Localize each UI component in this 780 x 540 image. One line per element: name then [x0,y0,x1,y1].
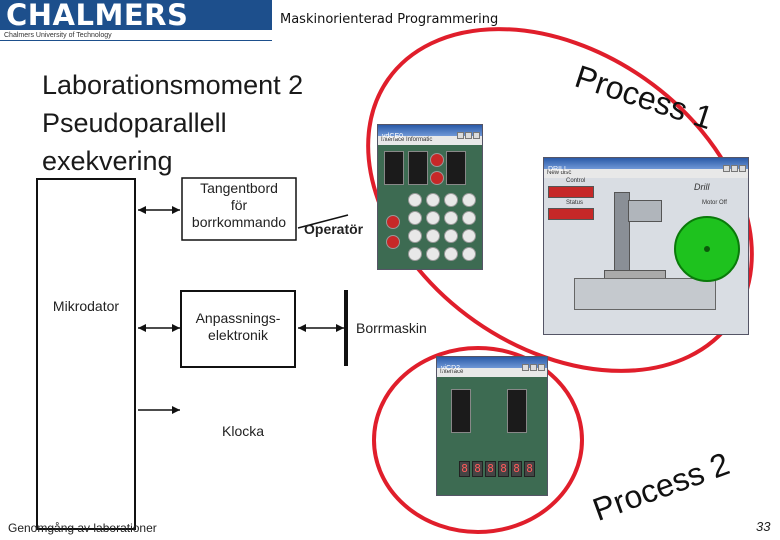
keypad-key[interactable] [426,193,440,207]
drill-label: Drill [694,182,710,192]
keyboard-label-line-3: borrkommando [191,214,287,230]
display-title: yiCD2 [441,365,461,372]
operator-label: Operatör [304,221,364,237]
anpass-label-line-1: Anpassnings- [195,310,281,326]
keypad-key[interactable] [462,247,476,261]
keypad-key[interactable] [408,229,422,243]
control-led-bar [548,186,594,198]
keypad-key[interactable] [426,247,440,261]
keyboard-label-line-2: för [230,197,248,213]
control-label: Control [566,178,586,184]
seven-segment-digit: 8 [485,461,496,477]
clock-label: Klocka [222,423,265,439]
title-line-1: Laborationsmoment 2 [42,70,304,100]
mikrodator-block: Mikrodator [36,178,136,530]
logo-subtitle: Chalmers University of Technology [4,32,112,39]
drill-menubar[interactable]: New disc [544,169,748,178]
display-board: 8 8 8 8 8 8 [437,377,547,495]
display-window-controls[interactable] [521,358,545,376]
process2-circle [372,346,584,534]
mikrodator-label: Mikrodator [52,298,120,314]
drill-motor [628,200,662,222]
logo-text: CHALMERS [6,0,189,32]
keyboard-box [181,177,297,241]
keypad-key[interactable] [430,153,444,167]
keypad-key[interactable] [462,193,476,207]
anpassning-block: Anpassnings- elektronik [180,290,296,368]
page-number: 33 [756,519,771,534]
keypad-key[interactable] [462,229,476,243]
course-title: Maskinorienterad Programmering [280,12,499,27]
slide-title: Laborationsmoment 2 Pseudoparallell exek… [42,66,303,180]
display-menubar[interactable]: Interface [437,368,547,377]
keypad-key[interactable] [430,171,444,185]
keypad-title: ydCE0 [382,133,404,140]
keypad-key[interactable] [444,247,458,261]
display-window[interactable]: yiCD2 Interface 8 8 8 8 8 8 [436,356,548,496]
seven-segment-digit: 8 [511,461,522,477]
keypad-window[interactable]: ydCE0 Interface Informatic [377,124,483,270]
keypad-key[interactable] [426,229,440,243]
status-led-bar [548,208,594,220]
keyboard-label-line-1: Tangentbord [200,180,278,196]
keypad-key[interactable] [444,193,458,207]
anpass-label-line-2: elektronik [208,327,268,343]
seven-segment-digit: 8 [459,461,470,477]
drill-window-controls[interactable] [722,159,746,177]
keypad-key[interactable] [386,235,400,249]
keypad-key[interactable] [462,211,476,225]
keypad-key[interactable] [408,247,422,261]
keypad-window-controls[interactable] [456,126,480,144]
borrmaskin-edge [344,290,348,366]
footer-text: Genomgång av laborationer [8,521,157,535]
chalmers-logo [0,0,272,30]
keyboard-label: Tangentbord för borrkommando [184,180,294,231]
drill-disc [674,216,740,282]
drill-title: DRILL [548,166,568,173]
keypad-menubar[interactable]: Interface Informatic [378,136,482,145]
seven-segment-digit: 8 [472,461,483,477]
title-line-3: exekvering [42,146,173,176]
arrow-operator [297,214,349,229]
header-divider [0,40,272,41]
motor-label: Motor Off [702,200,727,206]
keypad-key[interactable] [444,211,458,225]
display-titlebar[interactable]: yiCD2 [437,357,547,372]
drill-base [574,278,716,310]
seven-segment-digit: 8 [498,461,509,477]
keypad-key[interactable] [408,211,422,225]
status-label: Status [566,200,584,206]
seven-segment-digit: 8 [524,461,535,477]
title-line-2: Pseudoparallell [42,108,227,138]
keypad-titlebar[interactable]: ydCE0 [378,125,482,140]
keypad-key[interactable] [444,229,458,243]
keypad-key[interactable] [386,215,400,229]
keypad-key[interactable] [408,193,422,207]
keypad-key[interactable] [426,211,440,225]
drill-window[interactable]: DRILL New disc Control Status Drill Moto… [543,157,749,335]
drill-canvas: Control Status Drill Motor Off [544,178,748,334]
keypad-board [378,145,482,269]
drill-titlebar[interactable]: DRILL [544,158,748,173]
borrmaskin-label: Borrmaskin [356,320,427,336]
